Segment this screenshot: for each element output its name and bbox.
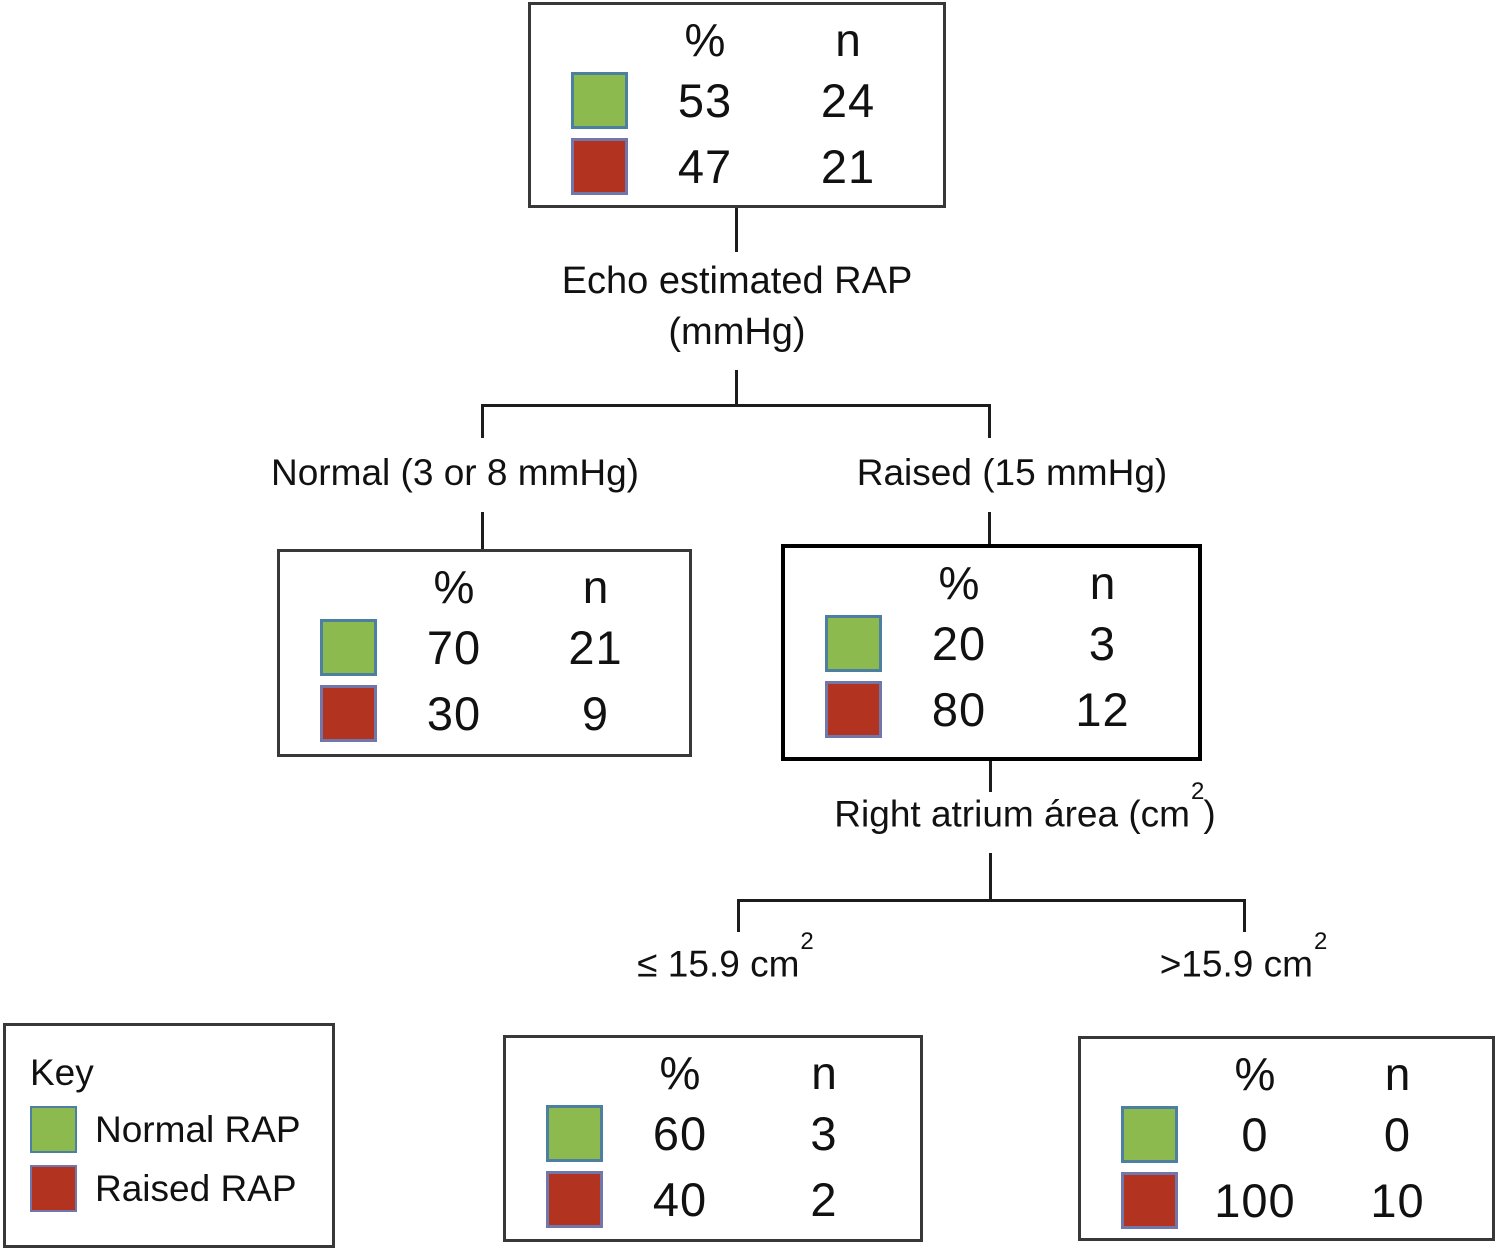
area-le-normal-n: 3 bbox=[810, 1106, 838, 1160]
connector-area-label-down bbox=[989, 853, 992, 902]
raised-normal-pct: 20 bbox=[931, 616, 987, 670]
normal-rap-swatch bbox=[319, 618, 377, 676]
raised-rap-swatch bbox=[319, 684, 377, 742]
col-header-percent: % bbox=[433, 561, 475, 613]
branch-area-le-text: ≤ 15.9 cm bbox=[637, 943, 800, 985]
split-area-title-suffix: ) bbox=[1203, 793, 1216, 835]
area-le-raised-pct: 40 bbox=[652, 1172, 708, 1226]
normal-raised-pct: 30 bbox=[426, 686, 482, 740]
connector-root-down bbox=[735, 208, 738, 252]
branch-area-le-label: ≤ 15.9 cm2 bbox=[575, 928, 875, 985]
col-header-n: n bbox=[835, 14, 861, 66]
split-rap-label: Echo estimated RAP (mmHg) bbox=[487, 256, 987, 358]
connector-area-left-drop bbox=[737, 899, 740, 932]
raised-rap-swatch bbox=[824, 680, 882, 738]
raised-rap-swatch bbox=[30, 1165, 77, 1212]
branch-area-gt-label: >15.9 cm2 bbox=[1093, 928, 1393, 985]
connector-raised-box-down bbox=[989, 760, 992, 792]
branch-normal-label: Normal (3 or 8 mmHg) bbox=[271, 452, 639, 493]
area-gt-normal-n: 0 bbox=[1383, 1107, 1412, 1161]
split-rap-title: Echo estimated RAP bbox=[561, 260, 913, 302]
normal-rap-swatch bbox=[570, 71, 628, 129]
raised-rap-swatch bbox=[570, 137, 628, 195]
normal-normal-n: 21 bbox=[568, 620, 623, 674]
node-area-gt-box: % n 0 0 100 10 bbox=[1078, 1036, 1495, 1241]
root-normal-n: 24 bbox=[820, 73, 876, 127]
raised-rap-swatch bbox=[1120, 1171, 1178, 1229]
col-header-n: n bbox=[1384, 1048, 1411, 1100]
normal-rap-swatch bbox=[30, 1106, 77, 1153]
node-normal-box: % n 70 21 30 9 bbox=[277, 549, 692, 757]
col-header-n: n bbox=[811, 1047, 837, 1099]
legend-normal-label: Normal RAP bbox=[95, 1108, 301, 1150]
node-raised-box: % n 20 3 80 12 bbox=[781, 544, 1202, 761]
root-raised-n: 21 bbox=[820, 139, 876, 193]
connector-raised-label-to-box bbox=[988, 512, 991, 546]
connector-rap-branch-bar bbox=[481, 404, 991, 407]
branch-raised-label: Raised (15 mmHg) bbox=[856, 452, 1168, 493]
root-raised-pct: 47 bbox=[677, 139, 733, 193]
col-header-percent: % bbox=[1234, 1048, 1276, 1100]
normal-normal-pct: 70 bbox=[426, 620, 482, 674]
legend-item-raised: Raised RAP bbox=[30, 1165, 332, 1212]
normal-rap-swatch bbox=[545, 1104, 603, 1162]
root-normal-pct: 53 bbox=[677, 73, 733, 127]
node-root-box: % n 53 24 47 21 bbox=[528, 2, 946, 208]
area-le-raised-n: 2 bbox=[810, 1172, 838, 1226]
connector-normal-label-to-box bbox=[481, 512, 484, 550]
normal-rap-swatch bbox=[824, 614, 882, 672]
connector-area-right-drop bbox=[1243, 899, 1246, 932]
col-header-percent: % bbox=[659, 1047, 701, 1099]
connector-rap-right-drop bbox=[988, 404, 991, 438]
normal-raised-n: 9 bbox=[581, 686, 610, 740]
branch-area-gt-superscript: 2 bbox=[1313, 928, 1328, 955]
raised-normal-n: 3 bbox=[1088, 616, 1117, 670]
branch-area-le-superscript: 2 bbox=[800, 928, 814, 955]
normal-rap-swatch bbox=[1120, 1105, 1178, 1163]
connector-rap-label-down bbox=[735, 370, 738, 407]
connector-area-branch-bar bbox=[737, 899, 1246, 902]
node-area-le-box: % n 60 3 40 2 bbox=[503, 1035, 923, 1242]
split-area-title-prefix: Right atrium área (cm bbox=[834, 793, 1191, 835]
split-area-superscript: 2 bbox=[1191, 778, 1205, 805]
raised-rap-swatch bbox=[545, 1170, 603, 1228]
raised-raised-n: 12 bbox=[1075, 682, 1130, 736]
split-area-label: Right atrium área (cm2) bbox=[775, 778, 1275, 835]
col-header-n: n bbox=[582, 561, 609, 613]
area-gt-raised-n: 10 bbox=[1370, 1173, 1425, 1227]
legend-raised-label: Raised RAP bbox=[95, 1167, 297, 1209]
legend-key-box: Key Normal RAP Raised RAP bbox=[3, 1023, 335, 1248]
area-gt-normal-pct: 0 bbox=[1241, 1107, 1269, 1161]
legend-item-normal: Normal RAP bbox=[30, 1106, 332, 1153]
split-rap-unit: (mmHg) bbox=[668, 310, 806, 353]
legend-title: Key bbox=[30, 1052, 94, 1093]
connector-rap-left-drop bbox=[481, 404, 484, 438]
col-header-percent: % bbox=[938, 557, 980, 609]
raised-raised-pct: 80 bbox=[931, 682, 987, 736]
area-le-normal-pct: 60 bbox=[652, 1106, 708, 1160]
branch-area-gt-text: >15.9 cm bbox=[1159, 943, 1313, 985]
col-header-n: n bbox=[1089, 557, 1116, 609]
area-gt-raised-pct: 100 bbox=[1214, 1173, 1296, 1227]
col-header-percent: % bbox=[684, 14, 726, 66]
